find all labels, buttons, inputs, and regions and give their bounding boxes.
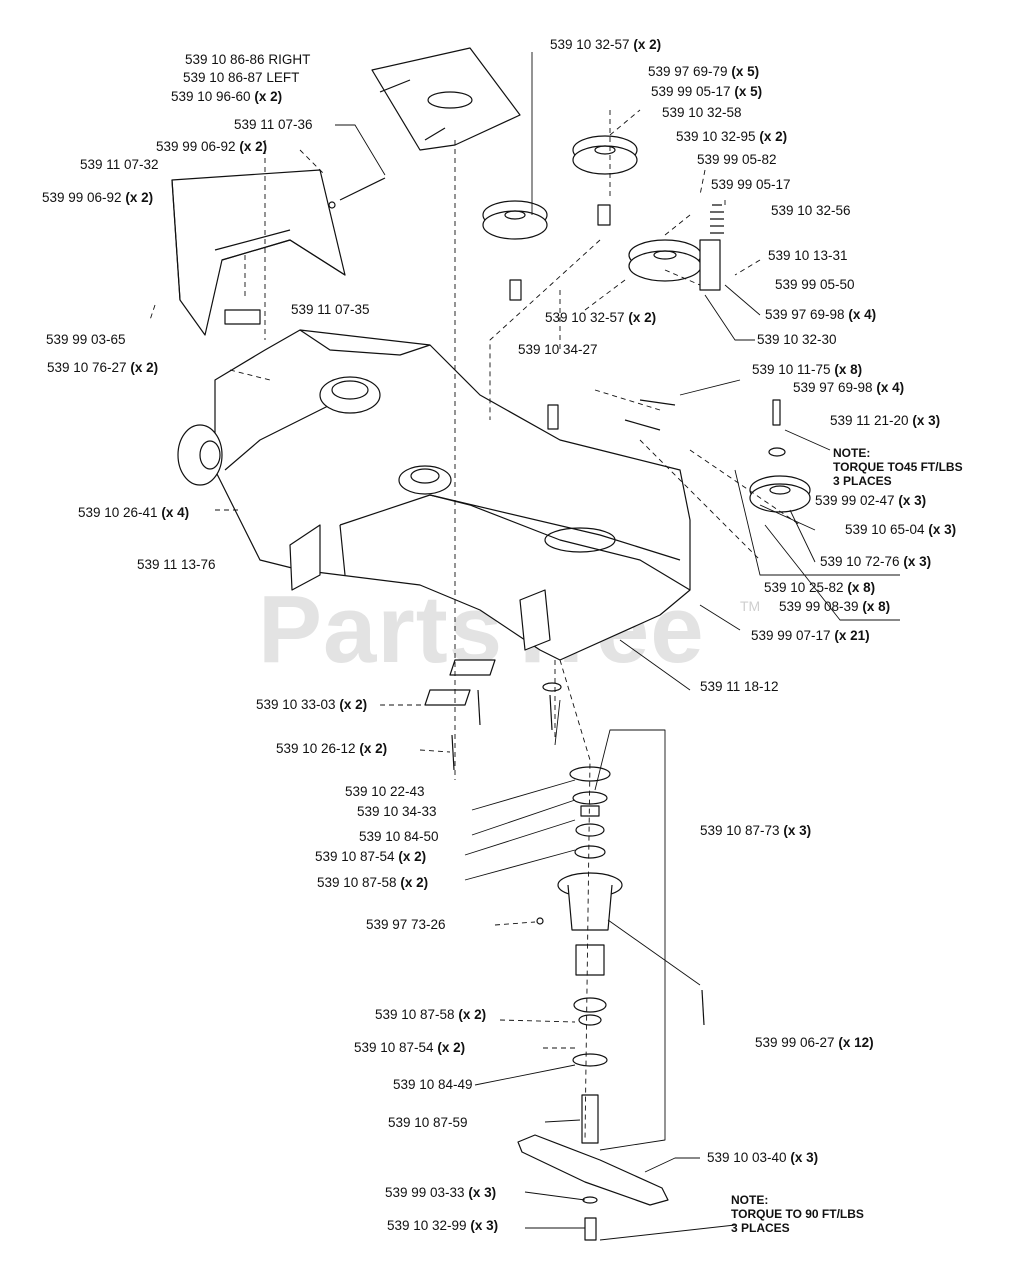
part-label-l16: 539 99 05-82 bbox=[697, 152, 777, 167]
part-label-l15: 539 10 32-95 (x 2) bbox=[676, 129, 788, 144]
tension-pulley-drawing bbox=[628, 204, 724, 291]
part-label-l08: 539 99 03-65 bbox=[46, 332, 126, 347]
part-label-l47: 539 10 87-54 (x 2) bbox=[354, 1040, 466, 1055]
part-label-l26: 539 97 69-98 (x 4) bbox=[793, 380, 905, 395]
part-label-l07: 539 99 06-92 (x 2) bbox=[42, 190, 154, 205]
part-label-l51: 539 10 03-40 (x 3) bbox=[707, 1150, 819, 1165]
part-label-l49: 539 10 87-59 bbox=[388, 1115, 468, 1130]
part-label-l27: 539 11 21-20 (x 3) bbox=[830, 413, 941, 428]
part-label-l32: 539 99 08-39 (x 8) bbox=[779, 599, 891, 614]
mower-deck-drawing bbox=[177, 329, 691, 661]
leader-lines bbox=[335, 52, 900, 1241]
part-label-l13: 539 99 05-17 (x 5) bbox=[651, 84, 763, 99]
part-label-l06: 539 11 07-32 bbox=[80, 157, 159, 172]
part-label-l40: 539 10 34-33 bbox=[357, 804, 437, 819]
part-label-l34: 539 10 26-41 (x 4) bbox=[78, 505, 190, 520]
part-label-l17: 539 99 05-17 bbox=[711, 177, 791, 192]
idler-pulley-left-drawing bbox=[482, 200, 548, 301]
part-label-l23: 539 10 32-30 bbox=[757, 332, 837, 347]
part-label-l31: 539 10 25-82 (x 8) bbox=[764, 580, 876, 595]
spindle-assembly-drawing bbox=[557, 766, 623, 1144]
part-label-l19: 539 10 13-31 bbox=[768, 248, 848, 263]
part-label-l30: 539 10 72-76 (x 3) bbox=[820, 554, 932, 569]
dashed-leader-lines bbox=[149, 109, 801, 1141]
part-label-l03: 539 10 96-60 (x 2) bbox=[171, 89, 283, 104]
part-label-l12: 539 97 69-79 (x 5) bbox=[648, 64, 760, 79]
part-label-l14: 539 10 32-58 bbox=[662, 105, 742, 120]
part-label-l18: 539 10 32-56 bbox=[771, 203, 851, 218]
part-label-l45: 539 97 73-26 bbox=[366, 917, 446, 932]
part-label-l01: 539 10 86-86 RIGHT bbox=[185, 52, 311, 67]
part-label-l52: 539 99 03-33 (x 3) bbox=[385, 1185, 497, 1200]
part-label-l53: 539 10 32-99 (x 3) bbox=[387, 1218, 499, 1233]
part-label-l11: 539 10 32-57 (x 2) bbox=[550, 37, 662, 52]
discharge-chute-drawing bbox=[171, 169, 346, 336]
part-label-l02: 539 10 86-87 LEFT bbox=[183, 70, 300, 85]
part-label-l29: 539 10 65-04 (x 3) bbox=[845, 522, 957, 537]
hardware-drawing bbox=[224, 177, 705, 1026]
part-label-l38: 539 10 26-12 (x 2) bbox=[276, 741, 388, 756]
spindle-pulley-right-drawing bbox=[749, 399, 811, 513]
part-label-l44: 539 10 87-73 (x 3) bbox=[700, 823, 812, 838]
part-label-l35: 539 11 13-76 bbox=[137, 557, 216, 572]
part-label-l09: 539 11 07-35 bbox=[291, 302, 370, 317]
part-label-l46: 539 10 87-58 (x 2) bbox=[375, 1007, 487, 1022]
part-label-l22: 539 10 32-57 (x 2) bbox=[545, 310, 657, 325]
part-label-l24: 539 10 34-27 bbox=[518, 342, 598, 357]
mower-blade-drawing bbox=[517, 1134, 669, 1241]
part-label-l28: 539 99 02-47 (x 3) bbox=[815, 493, 927, 508]
part-label-l36: 539 11 18-12 bbox=[700, 679, 779, 694]
idler-pulley-top-drawing bbox=[572, 135, 638, 226]
part-label-l43: 539 10 87-58 (x 2) bbox=[317, 875, 429, 890]
watermark-trademark: TM bbox=[740, 598, 761, 614]
part-label-l10: 539 10 76-27 (x 2) bbox=[47, 360, 159, 375]
part-label-l05: 539 99 06-92 (x 2) bbox=[156, 139, 268, 154]
part-label-l04: 539 11 07-36 bbox=[234, 117, 313, 132]
part-label-l48: 539 10 84-49 bbox=[393, 1077, 473, 1092]
part-label-l21: 539 97 69-98 (x 4) bbox=[765, 307, 877, 322]
part-label-l25: 539 10 11-75 (x 8) bbox=[752, 362, 863, 377]
part-label-l42: 539 10 87-54 (x 2) bbox=[315, 849, 427, 864]
part-label-l50: 539 99 06-27 (x 12) bbox=[755, 1035, 874, 1050]
part-label-l39: 539 10 22-43 bbox=[345, 784, 425, 799]
part-label-l41: 539 10 84-50 bbox=[359, 829, 439, 844]
deflector-plate-drawing bbox=[371, 47, 521, 151]
part-label-l33: 539 99 07-17 (x 21) bbox=[751, 628, 870, 643]
part-label-l20: 539 99 05-50 bbox=[775, 277, 855, 292]
part-label-l37: 539 10 33-03 (x 2) bbox=[256, 697, 368, 712]
